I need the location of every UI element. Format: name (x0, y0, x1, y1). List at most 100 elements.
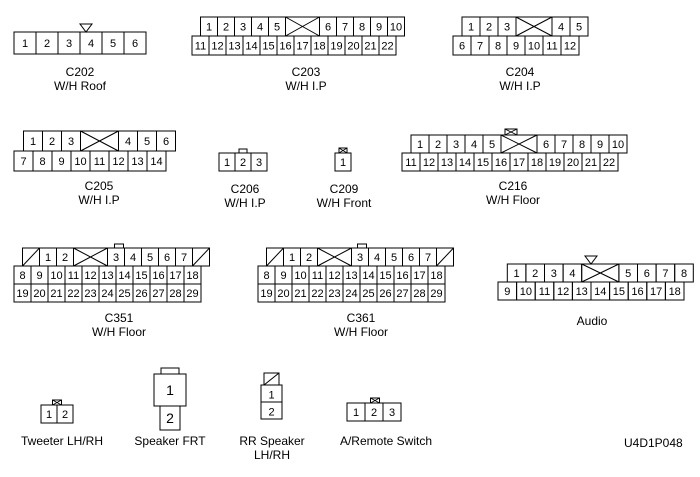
pin-number: 1 (353, 407, 359, 419)
pin-number: 6 (132, 38, 138, 50)
pin-number: 15 (379, 270, 391, 282)
pin-number: 3 (504, 22, 510, 34)
pin-number: 10 (520, 286, 532, 298)
pin-number: 2 (62, 409, 68, 421)
connector-code: C209 (330, 182, 359, 196)
pin-number: 6 (325, 22, 331, 34)
pin-cell (123, 31, 147, 55)
pin-number: 4 (257, 22, 263, 34)
pin-number: 4 (125, 136, 131, 148)
pin-cell (382, 402, 402, 422)
pin-number: 5 (625, 268, 631, 280)
pin-number: 10 (612, 139, 624, 151)
pin-number: 1 (268, 390, 274, 402)
pin-cell (664, 281, 685, 301)
pin-number: 11 (94, 156, 105, 168)
pin-number: 8 (579, 139, 585, 151)
pin-number: 3 (66, 38, 72, 50)
pin-number: 29 (186, 288, 198, 300)
lock-tab-cross (338, 147, 348, 154)
pin-number: 16 (495, 157, 507, 169)
lock-tab (370, 397, 380, 404)
connector-code: A/Remote Switch (340, 434, 432, 448)
pin-number: 6 (459, 41, 465, 53)
pin-number: 2 (435, 139, 441, 151)
pin-number: 7 (561, 139, 567, 151)
pin-number: 22 (311, 288, 323, 300)
connector-desc: W/H Roof (54, 79, 107, 93)
pin-number: 3 (68, 136, 74, 148)
pin-number: 9 (504, 286, 510, 298)
connector-code: C351 (105, 311, 134, 325)
pin-cell (250, 152, 268, 172)
key-cross (80, 130, 119, 152)
pin-number: 28 (169, 288, 181, 300)
pin-number: 14 (118, 270, 130, 282)
connector-code: Speaker FRT (134, 434, 206, 448)
pin-number: 16 (279, 41, 291, 53)
pin-number: 2 (240, 157, 246, 169)
pin-cell (183, 283, 202, 303)
pin-number: 1 (224, 157, 230, 169)
pin-number: 1 (46, 409, 52, 421)
pin-number: 18 (430, 270, 442, 282)
connector-desc: W/H Floor (92, 325, 146, 339)
pin-number: 11 (195, 41, 206, 53)
pin-number: 11 (546, 41, 557, 53)
pin-number: 8 (495, 41, 501, 53)
pin-number: 1 (417, 139, 423, 151)
pin-number: 28 (413, 288, 425, 300)
pin-number: 9 (36, 270, 42, 282)
connector-desc: W/H Front (317, 196, 372, 210)
pin-number: 17 (169, 270, 181, 282)
pin-number: 8 (19, 270, 25, 282)
pin-number: 5 (144, 136, 150, 148)
pin-number: 9 (597, 139, 603, 151)
pin-number: 1 (468, 22, 474, 34)
lock-tab (584, 255, 598, 265)
pin-number: 10 (50, 270, 62, 282)
pin-number: 5 (147, 252, 153, 264)
pin-number: 4 (130, 252, 136, 264)
pin-number: 2 (306, 252, 312, 264)
pin-number: 2 (371, 407, 377, 419)
pin-number: 15 (135, 270, 147, 282)
pin-number: 13 (101, 270, 113, 282)
pin-number: 18 (186, 270, 198, 282)
pin-number: 19 (549, 157, 561, 169)
pin-number: 24 (345, 288, 357, 300)
lock-tab-cross (370, 397, 380, 404)
pin-number: 9 (58, 156, 64, 168)
pin-number: 21 (364, 41, 376, 53)
pin-number: 1 (166, 382, 174, 398)
key-cross (515, 16, 553, 37)
pin-number: 11 (539, 286, 550, 298)
pin-number: 21 (50, 288, 62, 300)
pin-number: 2 (166, 410, 174, 426)
pin-number: 11 (68, 270, 79, 282)
pin-number: 7 (662, 268, 668, 280)
pin-number: 10 (294, 270, 306, 282)
connector-code: C202 (66, 65, 95, 79)
pin-number: 19 (330, 41, 342, 53)
connector-code: Audio (577, 314, 608, 328)
connector-desc: LH/RH (254, 448, 290, 462)
blank-cavity (22, 247, 40, 267)
pin-number: 14 (459, 157, 471, 169)
pin-number: 2 (62, 252, 68, 264)
pin-number: 16 (152, 270, 164, 282)
pin-number: 4 (569, 268, 575, 280)
pin-number: 19 (16, 288, 28, 300)
pin-number: 2 (44, 38, 50, 50)
pin-number: 7 (20, 156, 26, 168)
key-cross (285, 16, 320, 37)
pin-cell (260, 401, 283, 420)
pin-number: 16 (396, 270, 408, 282)
pin-number: 2 (223, 22, 229, 34)
